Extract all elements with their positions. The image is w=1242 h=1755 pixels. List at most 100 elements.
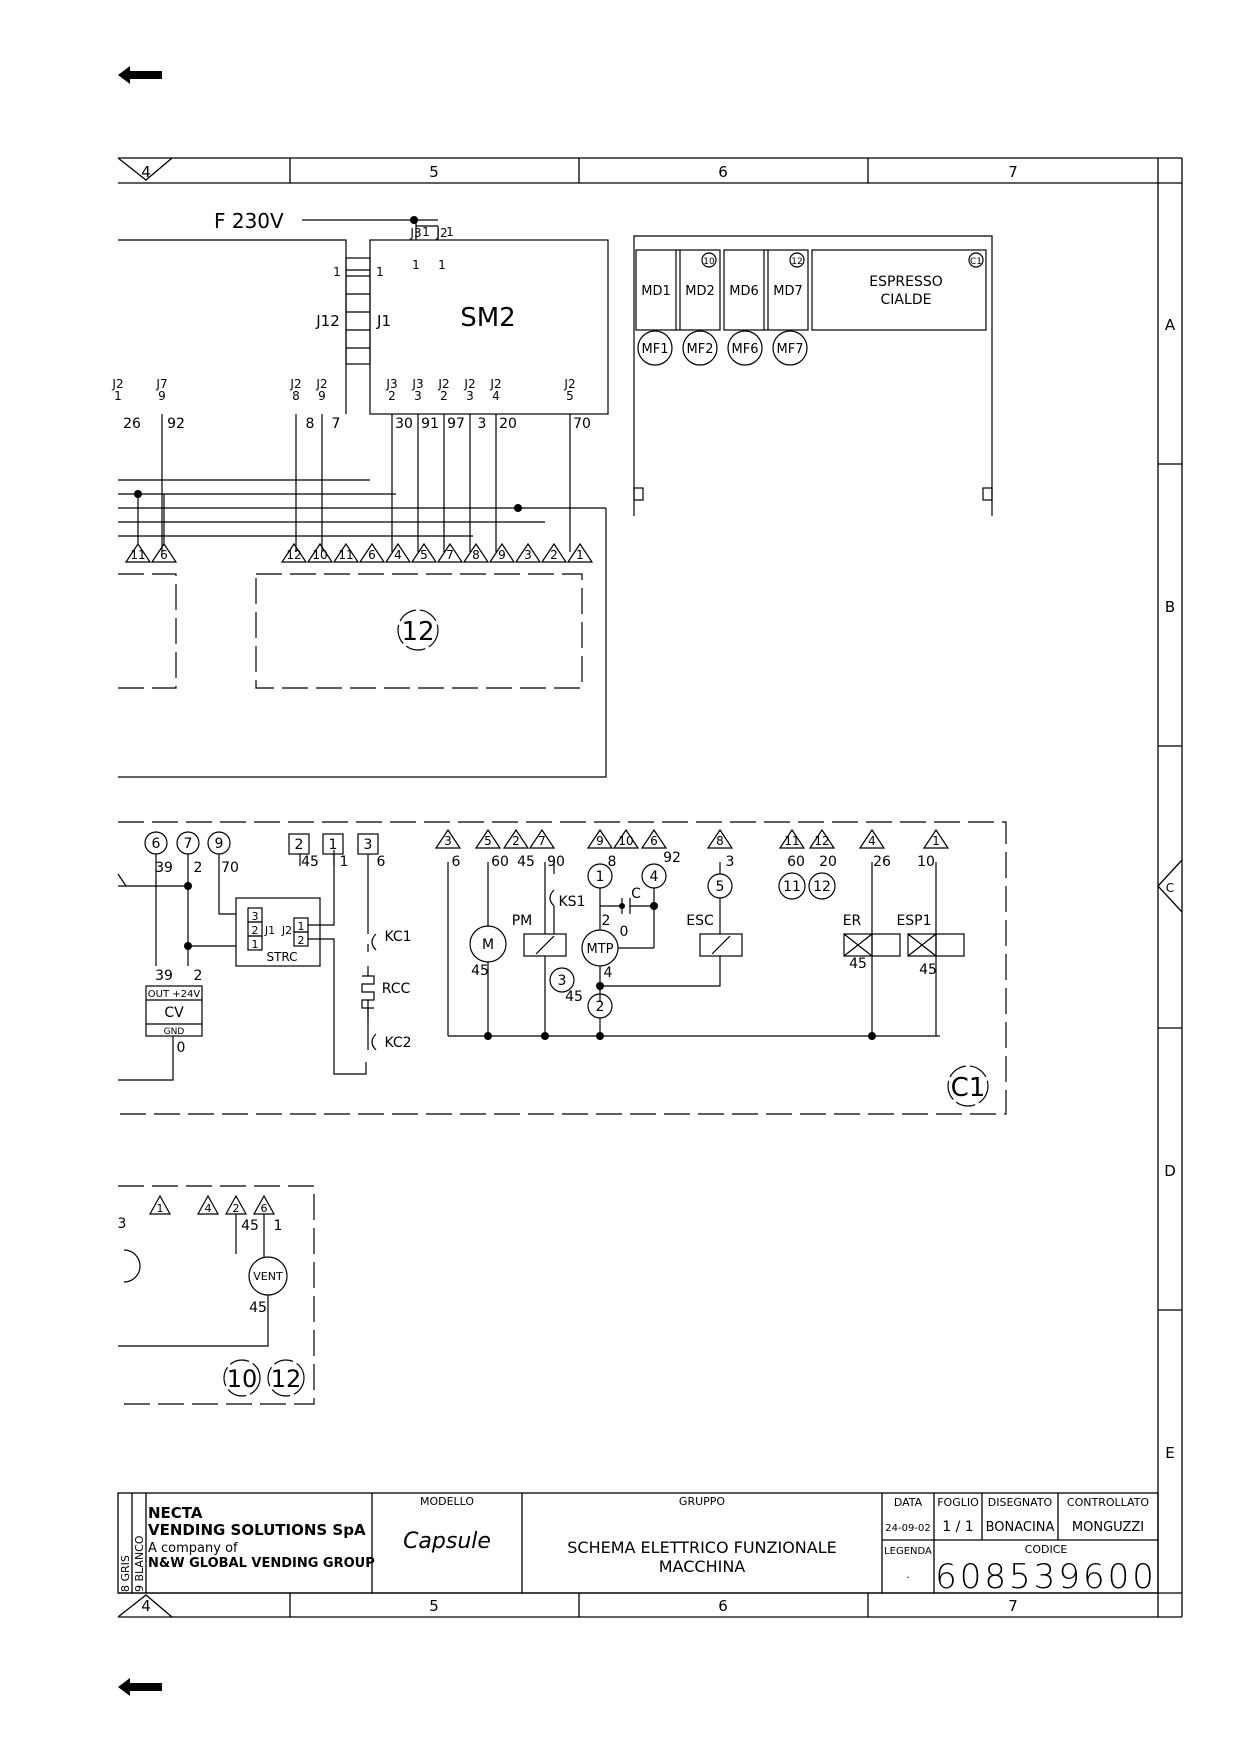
vent-label: VENT <box>253 1270 283 1283</box>
cialde-label: CIALDE <box>881 292 932 308</box>
cv-gnd-label: GND <box>164 1027 185 1037</box>
wire-label: 1 <box>340 854 349 870</box>
connector-triangle <box>306 542 334 563</box>
wire-label: 45 <box>301 854 319 870</box>
pin-label: 2 <box>298 934 305 947</box>
wire-label: 39 <box>155 968 173 984</box>
wire-label: 92 <box>663 850 681 866</box>
c1-connector-triangle <box>502 828 530 849</box>
module-10-label: 10 <box>227 1365 258 1393</box>
connector-label: 1 <box>576 548 584 562</box>
sm2-pin-bottom: 5 <box>566 389 574 403</box>
c1-dashed-box <box>118 821 1007 1115</box>
board-wire-label: 8 <box>306 416 315 432</box>
c1-connector-label: 3 <box>444 834 452 848</box>
modello-value: Capsule <box>403 1529 491 1554</box>
sm2-pin-bottom: 3 <box>414 389 422 403</box>
esp1-label: ESP1 <box>896 913 931 929</box>
kc2-label: KC2 <box>384 1035 411 1051</box>
mf6-label: MF6 <box>732 342 759 357</box>
connector-triangle <box>410 542 438 563</box>
data-value: 24-09-02 <box>885 1523 930 1534</box>
j1-label: J1 <box>376 312 391 330</box>
connector-label: 2 <box>550 548 558 562</box>
md-group-1 <box>635 249 721 331</box>
er-valve <box>871 933 901 957</box>
wire-label: 0 <box>177 1040 186 1056</box>
wire-label: 4 <box>604 965 613 981</box>
c1-connector-triangle <box>858 828 886 849</box>
wire-label: 45 <box>249 1300 267 1316</box>
sm2-pin-bottom: 2 <box>440 389 448 403</box>
wire-label: 3 <box>726 854 735 870</box>
connector-triangle <box>514 542 542 563</box>
wire-label: 20 <box>819 854 837 870</box>
board-wire-label: 26 <box>123 416 141 432</box>
wire-label: 1 <box>274 1218 283 1234</box>
mf2-label: MF2 <box>687 342 714 357</box>
company-line3: A company of <box>148 1541 238 1556</box>
wire-label: 6 <box>377 854 386 870</box>
back-arrow-top[interactable] <box>118 64 164 86</box>
pin-label: 1 <box>422 225 430 239</box>
wire-label: 90 <box>547 854 565 870</box>
connector-triangle <box>280 542 308 563</box>
controllato-label: CONTROLLATO <box>1067 1496 1149 1509</box>
module-12-label: 12 <box>401 617 434 647</box>
sm2-pin-top: J2 <box>563 377 575 391</box>
back-arrow-bottom[interactable] <box>118 1676 164 1698</box>
j2-label: J2 <box>435 226 447 240</box>
row-label: E <box>1165 1444 1174 1462</box>
connector-triangle <box>566 542 594 563</box>
c1-connector-label: 2 <box>512 834 520 848</box>
pin-label: 1 <box>438 258 446 272</box>
connector-label: 4 <box>394 548 402 562</box>
legenda-label: LEGENDA <box>884 1546 932 1557</box>
col-label: 6 <box>718 163 728 181</box>
gruppo-line2: MACCHINA <box>659 1557 746 1576</box>
wire-label: 3 <box>118 1216 127 1232</box>
j3-label: J3 <box>409 226 421 240</box>
c1-connector-label: 6 <box>650 834 658 848</box>
codice-label: CODICE <box>1025 1543 1068 1556</box>
board-wire-label: 7 <box>332 416 341 432</box>
connector-label: 7 <box>446 548 454 562</box>
rcc-label: RCC <box>382 981 411 997</box>
row-label: A <box>1165 316 1176 334</box>
mf7-motor <box>772 330 808 366</box>
c1-connector-label: 8 <box>716 834 724 848</box>
wire-label: 2 <box>194 860 203 876</box>
triangle-label: 2 <box>233 1202 240 1215</box>
square-label: 3 <box>364 837 373 853</box>
triangle-label: 4 <box>205 1202 212 1215</box>
mf7-label: MF7 <box>777 342 804 357</box>
cv-label: CV <box>164 1005 184 1021</box>
wire-label: 45 <box>919 962 937 978</box>
col-label: 7 <box>1008 163 1018 181</box>
row-label: C <box>1166 881 1174 895</box>
foglio-label: FOGLIO <box>937 1496 979 1509</box>
c1-connector-label: 10 <box>618 834 633 848</box>
dispensers-frame <box>633 235 993 516</box>
square-label: 1 <box>329 837 338 853</box>
pin-label: 3 <box>252 910 259 923</box>
sm2-wire-label: 97 <box>447 416 465 432</box>
sm2-pin-top: J2 <box>489 377 501 391</box>
sm2-wire-label: 91 <box>421 416 439 432</box>
wire-label: 2 <box>194 968 203 984</box>
c1-connector-triangle <box>474 828 502 849</box>
wire-label: 45 <box>241 1218 259 1234</box>
data-label: DATA <box>894 1496 923 1509</box>
triangle-label: 1 <box>157 1202 164 1215</box>
c1-connector-label: 5 <box>484 834 492 848</box>
espresso-label: ESPRESSO <box>869 274 943 290</box>
board-wire-label: 92 <box>167 416 185 432</box>
c1-label: C1 <box>951 1073 986 1103</box>
strc-board <box>235 897 321 967</box>
sm2-pin-top: J2 <box>437 377 449 391</box>
pin-label: 2 <box>252 924 259 937</box>
connector-label: 8 <box>472 548 480 562</box>
c1-connector-triangle <box>586 828 614 849</box>
disegnato-label: DISEGNATO <box>988 1496 1053 1509</box>
